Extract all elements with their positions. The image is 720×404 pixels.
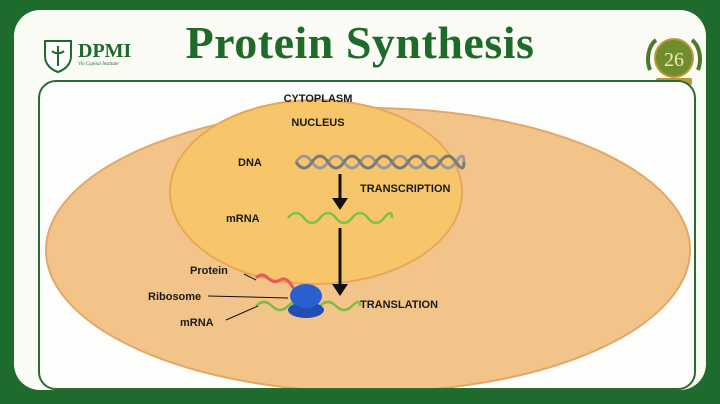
- protein-pointer: [243, 273, 257, 281]
- mrna-cytoplasm-label: mRNA: [180, 317, 214, 329]
- ribosome-pointer: [207, 295, 289, 299]
- ribosome-large-subunit: [290, 284, 322, 308]
- shield-icon: [44, 40, 72, 74]
- transcription-arrowhead: [332, 198, 348, 210]
- page-title: Protein Synthesis: [185, 17, 535, 68]
- protein-synthesis-diagram: CYTOPLASM NUCLEUS DNA TRANSCRIPTION mRNA…: [45, 93, 691, 388]
- logo-name: DPMI: [78, 40, 132, 62]
- dpmi-logo: DPMI Vin Capital Institute: [42, 38, 182, 82]
- cytoplasm-label: CYTOPLASM: [284, 93, 353, 105]
- badge-circle: [654, 38, 694, 78]
- anniversary-badge: 26: [642, 32, 706, 90]
- laurel-left-icon: [646, 38, 658, 71]
- mrna-nucleus-strand: [287, 211, 394, 225]
- ribosome-label: Ribosome: [148, 291, 201, 303]
- transcription-label: TRANSCRIPTION: [360, 183, 451, 195]
- translation-arrowhead: [332, 284, 348, 296]
- translation-label: TRANSLATION: [360, 299, 438, 311]
- dna-helix: [294, 154, 466, 170]
- nucleus-shape: [169, 99, 463, 285]
- mrna-pointer: [225, 305, 259, 321]
- ribosome-small-subunit: [288, 302, 324, 318]
- badge-number: 26: [664, 49, 684, 71]
- protein-label: Protein: [190, 265, 228, 277]
- mrna-nucleus-label: mRNA: [226, 213, 260, 225]
- diagram-panel: CYTOPLASM NUCLEUS DNA TRANSCRIPTION mRNA…: [38, 80, 696, 390]
- laurel-right-icon: [690, 38, 702, 71]
- nucleus-label: NUCLEUS: [291, 117, 344, 129]
- dna-label: DNA: [238, 157, 262, 169]
- logo-subtitle: Vin Capital Institute: [78, 62, 119, 67]
